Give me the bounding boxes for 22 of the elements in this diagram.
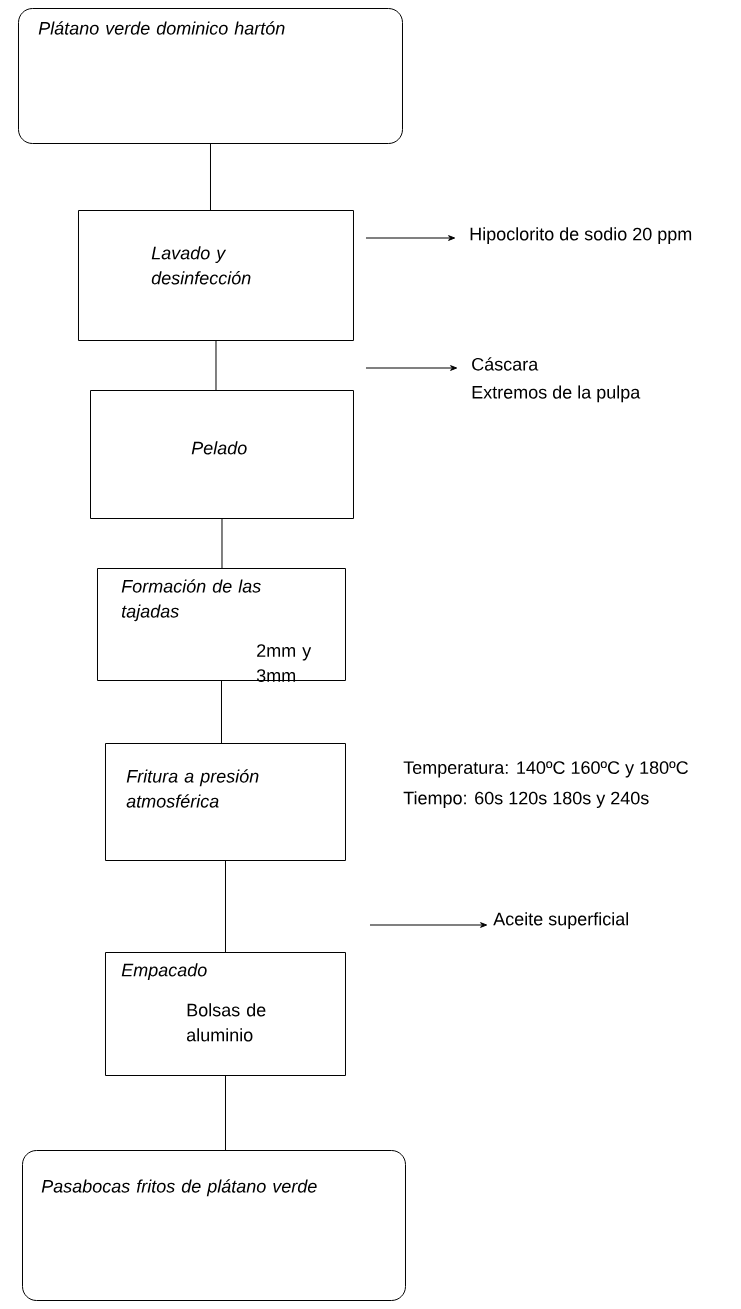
step-title: Formación de las tajadas	[121, 579, 261, 622]
step-title: Pasabocas fritos de plátano verde	[41, 1179, 317, 1197]
connector-line	[215, 340, 217, 391]
arrow	[365, 365, 458, 371]
arrow	[365, 235, 456, 241]
step-title: Empacado	[121, 963, 207, 980]
connector-line	[221, 518, 223, 569]
parameter-text: Temperatura: 140ºC 160ºC y 180ºC	[403, 761, 688, 778]
step-title: Lavado y desinfección	[151, 246, 251, 285]
arrow	[369, 922, 488, 928]
step-title: Pelado	[191, 441, 247, 455]
parameter-text: Tiempo: 60s 120s 180s y 240s	[403, 791, 649, 808]
connector-line	[225, 1075, 226, 1151]
step-note: Bolsas de aluminio	[186, 1003, 266, 1042]
output-text: Hipoclorito de sodio 20 ppm	[470, 227, 692, 244]
step-title: Plátano verde dominico hartón	[38, 21, 285, 35]
connector-line	[225, 860, 226, 953]
connector-line	[221, 680, 222, 744]
step-title: Fritura a presión atmosférica	[126, 769, 259, 808]
connector-line	[210, 143, 211, 211]
output-text: Cáscara Extremos de la pulpa	[472, 357, 641, 403]
output-text: Aceite superficial	[493, 912, 628, 929]
